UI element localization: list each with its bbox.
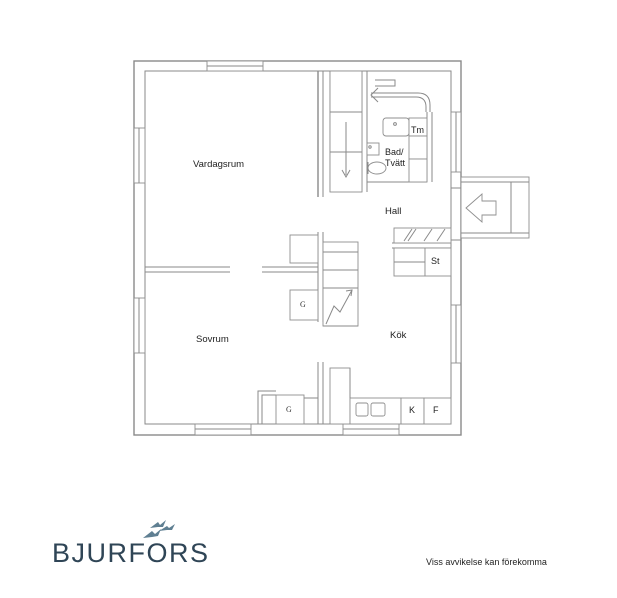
room-label-tvatt: Tvätt	[385, 158, 406, 168]
wardrobe	[329, 70, 363, 193]
entrance	[460, 176, 530, 239]
fixture-label-f: F	[433, 405, 439, 415]
staircase	[289, 234, 359, 327]
room-label-bad: Bad/	[385, 147, 404, 157]
room-label-vardagsrum: Vardagsrum	[193, 159, 244, 170]
windows	[133, 60, 462, 436]
fixture-label-k: K	[409, 405, 415, 415]
fixture-label-g-stair: G	[300, 300, 306, 309]
bathroom	[366, 79, 431, 183]
brand-logo-birds-icon	[143, 520, 175, 538]
room-label-hall: Hall	[385, 206, 401, 217]
fixture-label-g-sovrum: G	[286, 405, 292, 414]
hall-wardrobe	[393, 227, 452, 244]
sovrum-closet	[257, 390, 318, 425]
room-label-sovrum: Sovrum	[196, 334, 229, 345]
kitchen	[329, 247, 452, 425]
fixture-label-st: St	[431, 256, 440, 266]
room-label-kok: Kök	[390, 330, 407, 341]
fixture-label-tm: Tm	[411, 125, 424, 135]
brand-name: BJURFORS	[52, 538, 210, 568]
disclaimer-text: Viss avvikelse kan förekomma	[426, 557, 547, 567]
